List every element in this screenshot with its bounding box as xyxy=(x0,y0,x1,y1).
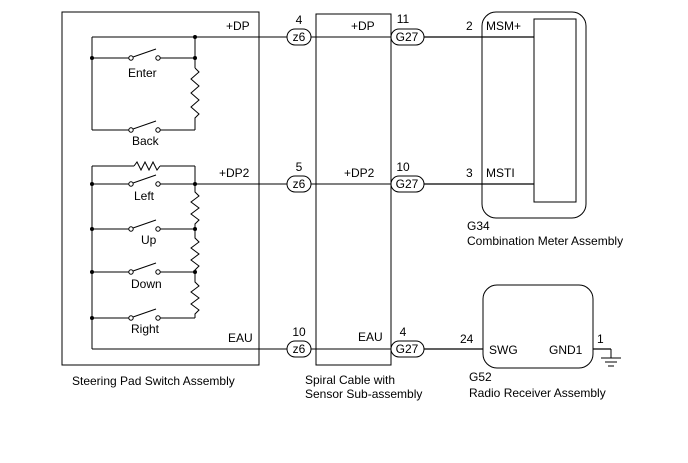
ground-icon xyxy=(601,357,621,367)
g27-pin-number: 11 xyxy=(397,12,410,26)
right-contact-a xyxy=(128,315,134,321)
lower-series-resistor xyxy=(133,160,161,172)
up-contact-a xyxy=(128,226,134,232)
z6-connector-label: z6 xyxy=(293,30,306,44)
meter-pin-number: 3 xyxy=(466,166,473,180)
down-contact-b xyxy=(155,269,161,275)
right-contact-b xyxy=(155,315,161,321)
junction-dot xyxy=(193,227,197,231)
z6-pin-5-oval xyxy=(286,175,312,193)
enter-contact-b xyxy=(155,55,161,61)
up-switch-label: Up xyxy=(141,233,157,247)
z6-pin-number: 4 xyxy=(296,13,303,27)
enter-switch-label: Enter xyxy=(128,66,157,80)
z6-connector-label: z6 xyxy=(293,177,306,191)
radio-receiver-label: Radio Receiver Assembly xyxy=(469,386,606,400)
left-switch-blade xyxy=(132,174,157,184)
down-switch-label: Down xyxy=(131,277,162,291)
g27-pin-number: 10 xyxy=(396,160,410,174)
spiral-cable-label-line1: Spiral Cable with xyxy=(305,373,395,387)
right-switch-blade xyxy=(132,308,157,318)
up-down-resistor xyxy=(190,229,200,272)
spiral-cable-sub-assembly: Spiral Cable with Sensor Sub-assembly +D… xyxy=(305,13,422,401)
g27-connector-label: G27 xyxy=(396,177,419,191)
steering-pad-box xyxy=(61,11,260,366)
combination-meter-label: Combination Meter Assembly xyxy=(467,234,623,248)
pad-terminal-eau: EAU xyxy=(228,331,253,345)
left-contact-b xyxy=(155,181,161,187)
z6-connector-label: z6 xyxy=(293,342,306,356)
left-switch-label: Left xyxy=(134,189,155,203)
radio-receiver-assembly: 24 SWG GND1 1 G52 Radio Receiver Assembl… xyxy=(460,284,621,400)
spiral-cable-label-line2: Sensor Sub-assembly xyxy=(305,387,422,401)
spiral-terminal-dp: +DP xyxy=(351,19,375,33)
z6-pin-10-oval xyxy=(286,340,312,358)
pad-terminal-dp: +DP xyxy=(226,19,250,33)
z6-pin-4-oval xyxy=(286,28,312,46)
down-switch-blade xyxy=(132,262,157,272)
junction-dot xyxy=(90,56,94,60)
z6-pin-number: 5 xyxy=(296,160,303,174)
g27-pin-number: 4 xyxy=(400,325,407,339)
radio-pin-number: 24 xyxy=(460,332,474,346)
back-contact-b xyxy=(155,127,161,133)
enter-contact-a xyxy=(128,55,134,61)
left-up-resistor xyxy=(190,190,200,229)
z6-connectors: z6 4 z6 5 z6 10 xyxy=(286,13,312,358)
back-switch-blade xyxy=(132,120,157,130)
up-contact-b xyxy=(155,226,161,232)
meter-terminal-msm: MSM+ xyxy=(486,19,521,33)
combination-meter-assembly: 2 MSM+ 3 MSTI G34 Combination Meter Asse… xyxy=(466,11,623,248)
up-switch-blade xyxy=(132,219,157,229)
combination-meter-inner-block xyxy=(533,18,577,203)
junction-dot xyxy=(193,56,197,60)
down-right-resistor xyxy=(190,272,200,318)
radio-receiver-code: G52 xyxy=(469,370,492,384)
radio-receiver-box xyxy=(482,284,594,369)
steering-pad-switch-assembly: Steering Pad Switch Assembly Enter Back xyxy=(61,11,287,388)
junction-dot xyxy=(90,227,94,231)
spiral-cable-box xyxy=(315,13,392,366)
back-contact-a xyxy=(128,127,134,133)
left-contact-a xyxy=(128,181,134,187)
enter-back-resistor xyxy=(190,67,200,130)
junction-dot xyxy=(193,270,197,274)
right-switch-label: Right xyxy=(131,322,160,336)
g27-connector-label: G27 xyxy=(396,30,419,44)
enter-switch-blade xyxy=(132,48,157,58)
junction-dot xyxy=(90,316,94,320)
junction-dot xyxy=(90,270,94,274)
spiral-terminal-dp2: +DP2 xyxy=(344,166,375,180)
g27-connectors: G27 11 G27 10 G27 4 xyxy=(390,12,425,358)
junction-dot xyxy=(193,35,197,39)
meter-pin-number: 2 xyxy=(466,19,473,33)
spiral-terminal-eau: EAU xyxy=(358,330,383,344)
junction-dot xyxy=(90,182,94,186)
down-contact-a xyxy=(128,269,134,275)
radio-terminal-swg: SWG xyxy=(489,343,518,357)
g27-connector-label: G27 xyxy=(396,342,419,356)
steering-pad-label: Steering Pad Switch Assembly xyxy=(72,374,235,388)
pad-terminal-dp2: +DP2 xyxy=(219,166,250,180)
meter-terminal-msti: MSTI xyxy=(486,166,515,180)
back-switch-label: Back xyxy=(132,134,160,148)
radio-ground-pin-number: 1 xyxy=(597,332,604,346)
z6-pin-number: 10 xyxy=(292,325,306,339)
junction-dot xyxy=(193,182,197,186)
combination-meter-box xyxy=(481,11,587,219)
combination-meter-code: G34 xyxy=(467,219,490,233)
radio-terminal-gnd1: GND1 xyxy=(549,343,583,357)
